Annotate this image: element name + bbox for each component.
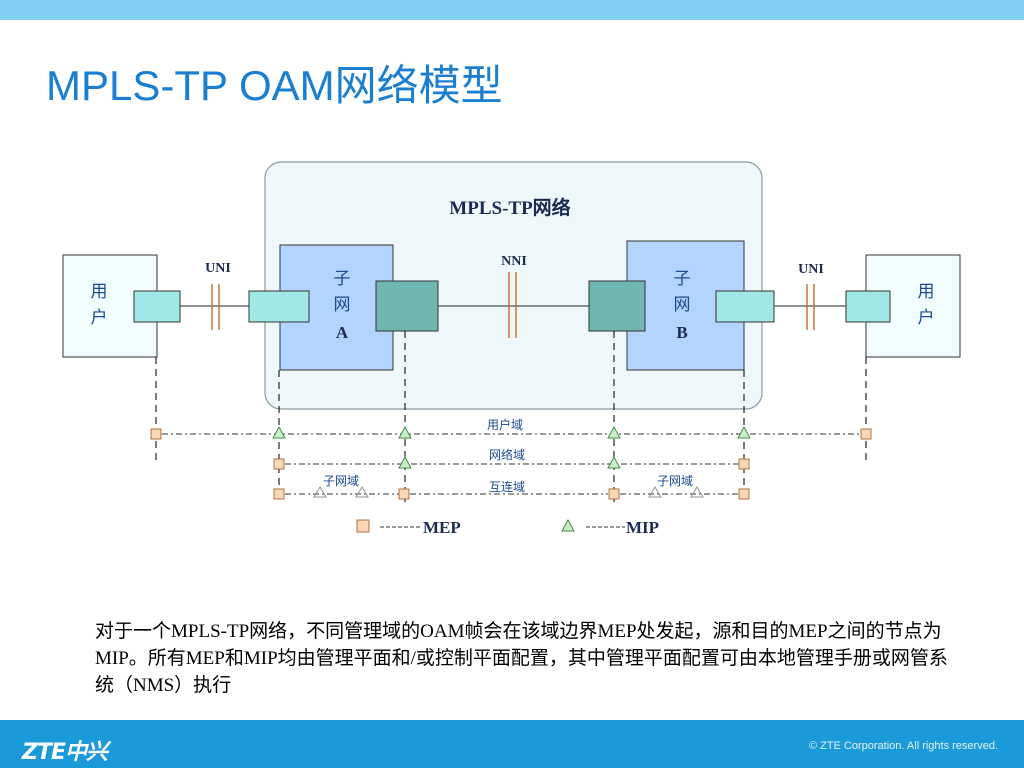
mip-network-2 — [607, 455, 621, 469]
mip-network-1 — [398, 455, 412, 469]
user-right-char-1: 用 — [918, 282, 935, 301]
mip-subnet-b-1 — [648, 486, 662, 498]
legend-mep-label: MEP — [423, 518, 461, 537]
port-subnet-a-nni — [375, 280, 439, 332]
user-right-char-2: 户 — [918, 308, 935, 327]
subnet-a-char-3: A — [336, 323, 349, 342]
mip-user-1 — [272, 425, 286, 439]
mip-subnet-b-2 — [690, 486, 704, 498]
mep-subnet-a-2 — [398, 488, 410, 500]
mip-user-3 — [607, 425, 621, 439]
network-label: MPLS-TP网络 — [449, 196, 570, 219]
domain-subnet-right-label: 子网域 — [657, 474, 693, 488]
uni-right-marker — [806, 284, 815, 330]
nni-label: NNI — [501, 254, 527, 269]
top-accent-bar — [0, 0, 1024, 20]
footer-bar — [0, 720, 1024, 768]
mep-subnet-b-2 — [738, 488, 750, 500]
mip-subnet-a-1 — [313, 486, 327, 498]
subnet-internal-mips — [313, 486, 704, 498]
port-subnet-b-uni — [715, 290, 775, 323]
port-subnet-a-uni — [248, 290, 310, 323]
mep-subnet-b-1 — [608, 488, 620, 500]
subnet-b-char-2: 网 — [674, 295, 691, 314]
domain-user-label: 用户域 — [487, 417, 523, 432]
legend-mep-symbol — [356, 519, 370, 533]
domain-interconnect-label: 互连域 — [489, 479, 525, 494]
domain-network-label: 网络域 — [489, 447, 525, 462]
mip-user-4 — [737, 425, 751, 439]
uni-right-label: UNI — [798, 262, 824, 277]
port-user-left — [133, 290, 181, 323]
user-left-char-2: 户 — [91, 308, 108, 327]
nni-marker — [508, 272, 517, 338]
mep-markers — [150, 428, 872, 500]
copyright-text: © ZTE Corporation. All rights reserved. — [808, 740, 998, 752]
mep-user-right — [860, 428, 872, 440]
mip-user-2 — [398, 425, 412, 439]
mep-subnet-a-1 — [273, 488, 285, 500]
legend-mip-label: MIP — [626, 518, 659, 537]
legend-mip-symbol — [561, 518, 575, 532]
uni-left-label: UNI — [205, 261, 231, 276]
domain-subnet-left-label: 子网域 — [323, 474, 359, 488]
description-text: 对于一个MPLS-TP网络，不同管理域的OAM帧会在该域边界MEP处发起，源和目… — [95, 621, 948, 696]
port-user-right — [845, 290, 891, 323]
mip-markers — [272, 425, 751, 469]
subnet-a-char-2: 网 — [334, 295, 351, 314]
subnet-a-char-1: 子 — [334, 269, 351, 288]
subnet-b-char-3: B — [676, 323, 687, 342]
page-title: MPLS-TP OAM网络模型 — [46, 62, 503, 109]
mep-network-b — [738, 458, 750, 470]
mep-network-a — [273, 458, 285, 470]
user-left-char-1: 用 — [91, 282, 108, 301]
subnet-b-char-1: 子 — [674, 269, 691, 288]
mep-user-left — [150, 428, 162, 440]
uni-left-marker — [211, 284, 220, 330]
mip-subnet-a-2 — [355, 486, 369, 498]
zte-logo: ZTE中兴 — [22, 740, 108, 765]
port-subnet-b-nni — [588, 280, 646, 332]
